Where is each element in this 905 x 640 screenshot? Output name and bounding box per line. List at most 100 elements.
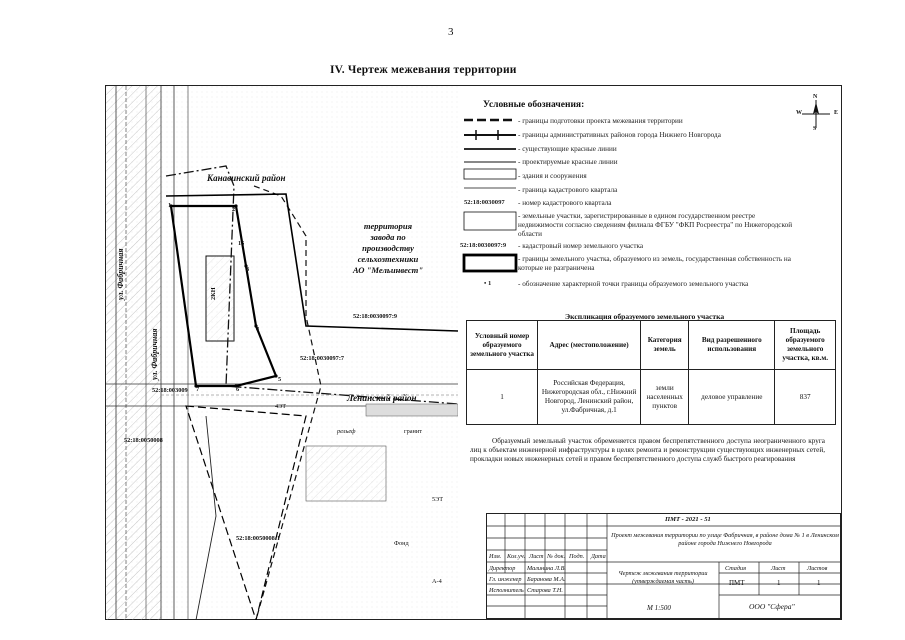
- spec-header-5: Площадь образуемого земельного участка, …: [774, 320, 836, 370]
- stamp-header-data: Дата: [591, 553, 606, 560]
- spec-cell-address: Российская Федерация, Нижегородская обл.…: [537, 369, 642, 425]
- spec-cell-category: земли населенных пунктов: [640, 369, 690, 425]
- building-2kn-fill: [206, 256, 234, 341]
- point-4: [254, 324, 258, 328]
- pt-num-5: 5: [278, 376, 282, 383]
- label-street-2: ул. Фабричная: [150, 328, 159, 380]
- territory-line-2: завода по: [370, 232, 406, 242]
- section-title: IV. Чертеж межевания территории: [330, 64, 517, 76]
- point-6: [234, 384, 238, 388]
- label-a4: А-4: [432, 578, 442, 585]
- compass-s: S: [813, 126, 817, 132]
- legend-item-9: - кадастровый номер земельного участка: [518, 242, 644, 250]
- pt-num-4: 4: [256, 326, 260, 333]
- cad-label-7: 52:18:0030097:7: [300, 355, 345, 362]
- table-row: 1 Российская Федерация, Нижегородская об…: [465, 369, 836, 425]
- point-5: [274, 374, 278, 378]
- stamp-name-1: Малинина Л.В.: [527, 565, 566, 572]
- pt-num-15: 15: [238, 240, 245, 247]
- lower-parcel-edge: [195, 415, 217, 620]
- point-3: [244, 264, 248, 268]
- spec-cell-area: 837: [774, 369, 836, 425]
- stamp-sheet: 1: [777, 579, 781, 587]
- spec-header-3: Категория земель: [640, 320, 690, 370]
- legend-item-10: - границы земельного участка, образуемог…: [518, 255, 791, 272]
- formed-land-plot: [169, 204, 278, 388]
- legend-item-11: - обозначение характерной точки границы …: [518, 280, 749, 288]
- legend-item-7: - номер кадастрового квартала: [518, 199, 612, 207]
- stamp-sheets: 1: [817, 579, 821, 587]
- compass-icon: [802, 100, 830, 128]
- legend-item-2: - границы административных районов город…: [518, 131, 721, 139]
- spec-title: Экспликация образуемого земельного участ…: [565, 312, 725, 321]
- characteristic-points: [169, 204, 278, 388]
- legend-code-3: • 1: [484, 280, 492, 287]
- stamp-stage-header: Стадия: [725, 565, 746, 572]
- legend-item-6: - граница кадастрового квартала: [518, 186, 618, 194]
- legend-item-4: - проектируемые красные линии: [518, 158, 618, 166]
- pt-num-1: 1: [168, 202, 172, 209]
- legend-symbols: [462, 118, 518, 273]
- spec-table: Условный номер образуемого земельного уч…: [465, 320, 836, 425]
- pt-num-2: 2: [232, 206, 236, 213]
- pt-num-3: 3: [246, 266, 250, 273]
- label-fond: Фонд: [394, 540, 409, 547]
- label-street-1: ул. Фабричная: [116, 248, 125, 300]
- cad-label-block: 52:18:003009: [152, 387, 188, 394]
- stamp-project-title: Проект межевания территории по улице Фаб…: [611, 532, 839, 547]
- label-building: 2КН: [210, 287, 217, 300]
- point-7: [194, 384, 198, 388]
- cad-label-9: 52:18:0030097:9: [353, 313, 398, 320]
- page-number: 3: [448, 26, 454, 38]
- territory-line-3: производству: [362, 243, 414, 253]
- stamp-name-2: Баранова М.А.: [527, 576, 566, 583]
- spec-header-4: Вид разрешенного использования: [688, 320, 776, 370]
- stamp-doc-code: ПМТ - 2021 - 51: [665, 516, 711, 523]
- stamp-sheets-header: Листов: [807, 565, 828, 572]
- stamp-header-koluch: Кол.уч.: [507, 553, 526, 560]
- lower-parcel: [185, 405, 307, 620]
- label-relief: рельеф: [337, 428, 356, 435]
- structure-right: [365, 403, 458, 417]
- point-1: [169, 204, 173, 208]
- drawing-frame: [105, 85, 842, 620]
- stamp-sheet-header: Лист: [771, 565, 786, 572]
- stamp-scale: М 1:500: [647, 604, 671, 612]
- label-5et: 5ЭТ: [432, 496, 444, 503]
- stamp-role-3: Исполнитель: [489, 587, 524, 594]
- compass-w: W: [796, 110, 802, 116]
- territory-line-4: сельхозтехники: [357, 254, 419, 264]
- spec-cell-use: деловое управление: [688, 369, 776, 425]
- stamp-stage: ПМТ: [729, 579, 745, 587]
- compass-e: E: [834, 110, 839, 116]
- cad-label-0050008: 52:18:0050008: [124, 437, 163, 444]
- stamp-header-list: Лист: [529, 553, 544, 560]
- stamp-company: ООО "Сфера": [749, 602, 795, 611]
- title-block-grid: [487, 514, 842, 620]
- stamp-name-3: Старова Т.Н.: [527, 587, 563, 594]
- map-texture: [106, 86, 458, 620]
- spec-header-2: Адрес (местоположение): [537, 320, 642, 370]
- legend-item-3: - существующие красные линии: [518, 145, 617, 153]
- label-granit: гранит: [404, 428, 423, 435]
- legend-code-1: 52:18:0030097: [464, 199, 505, 206]
- spec-header-row: Условный номер образуемого земельного уч…: [465, 320, 836, 370]
- stamp-header-izm: Изм.: [489, 553, 502, 560]
- territory-line-1: территория: [363, 221, 413, 231]
- label-kanavinsky: Канавинский район: [207, 173, 286, 183]
- district-boundary: [165, 165, 458, 405]
- left-embankment: [106, 86, 162, 620]
- pt-num-6: 6: [236, 386, 240, 393]
- title-block: ПМТ - 2021 - 51 Проект межевания террито…: [486, 513, 842, 620]
- encumbrance-note: Образуемый земельный участок обременяетс…: [470, 437, 825, 464]
- cadastral-block-border: [165, 193, 458, 332]
- legend-item-5: - здания и сооружения: [518, 172, 587, 180]
- stamp-role-2: Гл. инженер: [489, 576, 522, 583]
- legend-item-8: - земельные участки, зарегистрированные …: [518, 212, 793, 238]
- legend-title: Условные обозначения:: [483, 100, 585, 110]
- pt-num-7: 7: [196, 386, 200, 393]
- legend-item-1: - границы подготовки проекта межевания т…: [518, 117, 683, 125]
- label-4et: 4ЭТ: [275, 403, 287, 410]
- compass-n: N: [813, 94, 818, 100]
- label-leninsky: Ленинский район: [347, 393, 417, 403]
